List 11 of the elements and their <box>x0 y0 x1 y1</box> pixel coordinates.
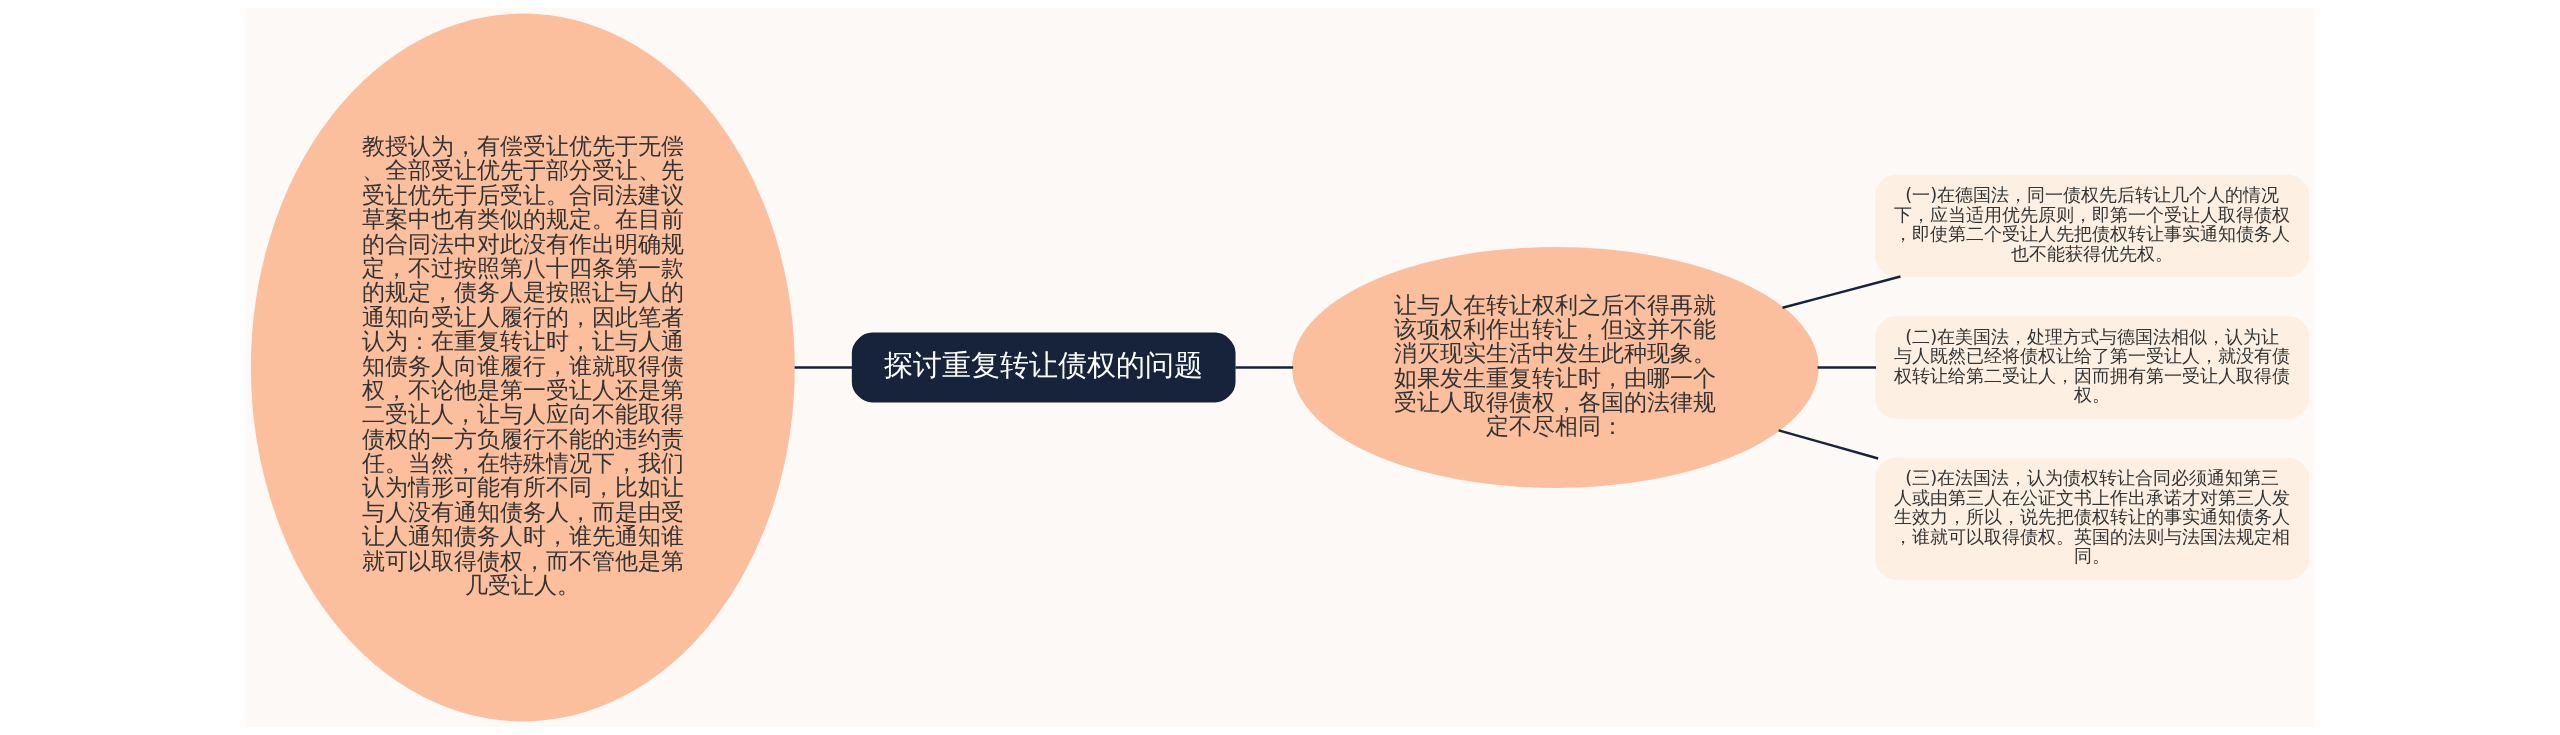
connector <box>794 366 853 369</box>
connector <box>1817 366 1876 369</box>
node-box: (三)在法国法，认为债权转让合同必须通知第三人或由第三人在公证文书上作出承诺才对第三人发生效力，所以，说先把债权转让的事实通知债务人，谁就可以取得债权。英国的法则与法国法规定相同。 <box>1875 457 2310 580</box>
node-box: (一)在德国法，同一债权先后转让几个人的情况下，应当适用优先原则，即第一个受让人取得债权，即使第二个受让人先把债权转让事实通知债务人也不能获得优先权。 <box>1875 174 2310 278</box>
node-ellipse: 教授认为，有偿受让优先于无偿、全部受让优先于部分受让、先受让优先于后受让。合同法建议草案中也有类似的规定。在目前的合同法中对此没有作出明确规定，不过按照第八十四条第一款的规定，债务人是按照让与人的通知向受让人履行的，因此笔者认为：在重复转让时，让与人通知债务人向谁履行，谁就取得债权，不论他是第一受让人还是第二受让人，让与人应向不能取得债权的一方负履行不能的违约责任。当然，在特殊情况下，我们认为情形可能有所不同，比如让与人没有通知债务人，而是由受让人通知债务人时，谁先通知谁就可以取得债权，而不管他是第几受让人。 <box>250 13 795 722</box>
node-box: 探讨重复转让债权的问题 <box>851 332 1236 403</box>
connector <box>1782 275 1901 309</box>
node-ellipse: 让与人在转让权利之后不得再就该项权利作出转让，但这并不能消灭现实生活中发生此种现象。如果发生重复转让时，由哪一个受让人取得债权，各国的法律规定不尽相同： <box>1292 247 1819 488</box>
node-box: (二)在美国法，处理方式与德国法相似，认为让与人既然已经将债权让给了第一受让人，就没有债权转让给第二受让人，因而拥有第一受让人取得债权。 <box>1875 316 2310 419</box>
connector <box>1778 429 1879 460</box>
connector <box>1235 366 1294 369</box>
